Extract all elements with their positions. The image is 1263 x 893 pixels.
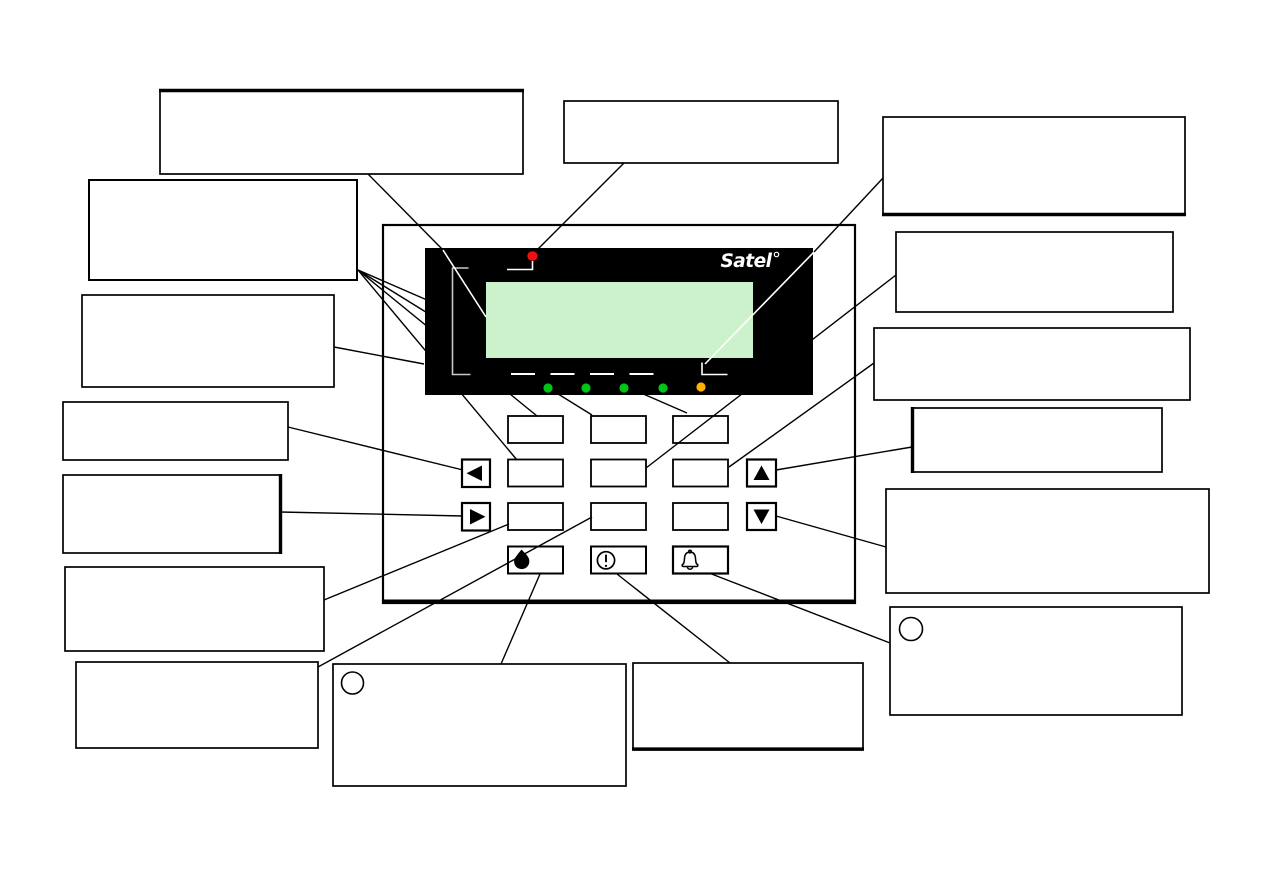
callout-box-bottom-left — [332, 663, 627, 787]
callout-box-left-6 — [64, 566, 325, 652]
lcd-display — [486, 282, 753, 358]
arrow-down-icon — [753, 509, 770, 524]
line-right-bracket-on-panel — [704, 251, 815, 365]
red-led — [527, 251, 538, 261]
line-fire-key — [500, 573, 541, 665]
display-bracket-mark — [451, 267, 471, 376]
callout-box-left-5 — [62, 474, 281, 554]
keypad-keys — [460, 415, 778, 575]
callout-box-left-1 — [159, 89, 524, 175]
satel-logo: Satel — [720, 251, 772, 272]
exclamation-circle-icon — [596, 550, 616, 570]
key-r3c1 — [507, 502, 564, 531]
panic-alarm-key — [671, 545, 730, 575]
key-r3c3 — [672, 502, 729, 531]
line-key-r3c2 — [317, 516, 593, 668]
callout-box-right-3 — [873, 327, 1191, 401]
line-lcd-on-panel — [442, 249, 487, 318]
key-r2c3 — [672, 458, 729, 488]
callout-box-top-center — [563, 100, 839, 164]
line-arrow-right — [279, 511, 464, 517]
line-right-bracket — [813, 177, 884, 253]
key-icons — [466, 465, 770, 570]
callout-box-left-2 — [88, 179, 358, 281]
line-key-r3c1 — [323, 523, 510, 601]
line-left-bracket — [333, 346, 425, 365]
registered-mark-icon — [773, 251, 780, 258]
callout-box-right-5 — [885, 488, 1210, 594]
line-aux-key — [616, 573, 731, 664]
key-r1c2 — [590, 415, 647, 444]
aux-alarm-key — [590, 545, 647, 575]
red-led-pointer-mark — [507, 261, 534, 271]
green-led-4 — [658, 383, 668, 393]
callout-box-right-2 — [895, 231, 1174, 313]
key-r2c1 — [507, 458, 564, 488]
key-r3c2 — [590, 502, 647, 531]
line-arrow-left — [287, 426, 464, 471]
fire-icon — [514, 549, 530, 570]
callout-box-left-7 — [75, 661, 319, 749]
bullet-circle-bottom-left-box — [340, 671, 365, 695]
line-red-led — [533, 161, 626, 254]
orange-led — [696, 382, 706, 392]
status-leds — [543, 382, 706, 393]
green-led-1 — [543, 383, 553, 393]
green-led-3 — [619, 383, 629, 393]
key-r1c1 — [507, 415, 564, 444]
line-arrow-up — [775, 446, 913, 471]
key-r2c2 — [590, 458, 647, 488]
callout-box-right-4 — [911, 407, 1163, 473]
callout-box-left-4 — [62, 401, 289, 461]
callout-boxes — [62, 88, 1210, 787]
orange-led-pointer-mark — [701, 362, 728, 376]
callout-box-right-6 — [889, 606, 1183, 716]
arrow-left-icon — [466, 465, 482, 481]
callout-box-right-1 — [882, 116, 1186, 216]
bullet-circle-right-6-box — [898, 616, 924, 642]
callout-box-bottom-right — [632, 662, 864, 751]
line-key-r2c3 — [728, 362, 875, 468]
key-r1c3 — [672, 415, 729, 444]
callout-box-left-3 — [81, 294, 335, 388]
arrow-right-icon — [470, 509, 486, 525]
panel-marks — [442, 249, 815, 376]
arrow-up-key — [745, 458, 778, 488]
line-lcd — [367, 173, 444, 251]
green-led-2 — [581, 383, 591, 393]
line-panic-key — [708, 572, 891, 644]
arrow-up-icon — [753, 465, 770, 480]
line-arrow-down — [775, 515, 887, 548]
bell-icon — [681, 549, 699, 570]
front-panel: Satel — [425, 248, 815, 395]
